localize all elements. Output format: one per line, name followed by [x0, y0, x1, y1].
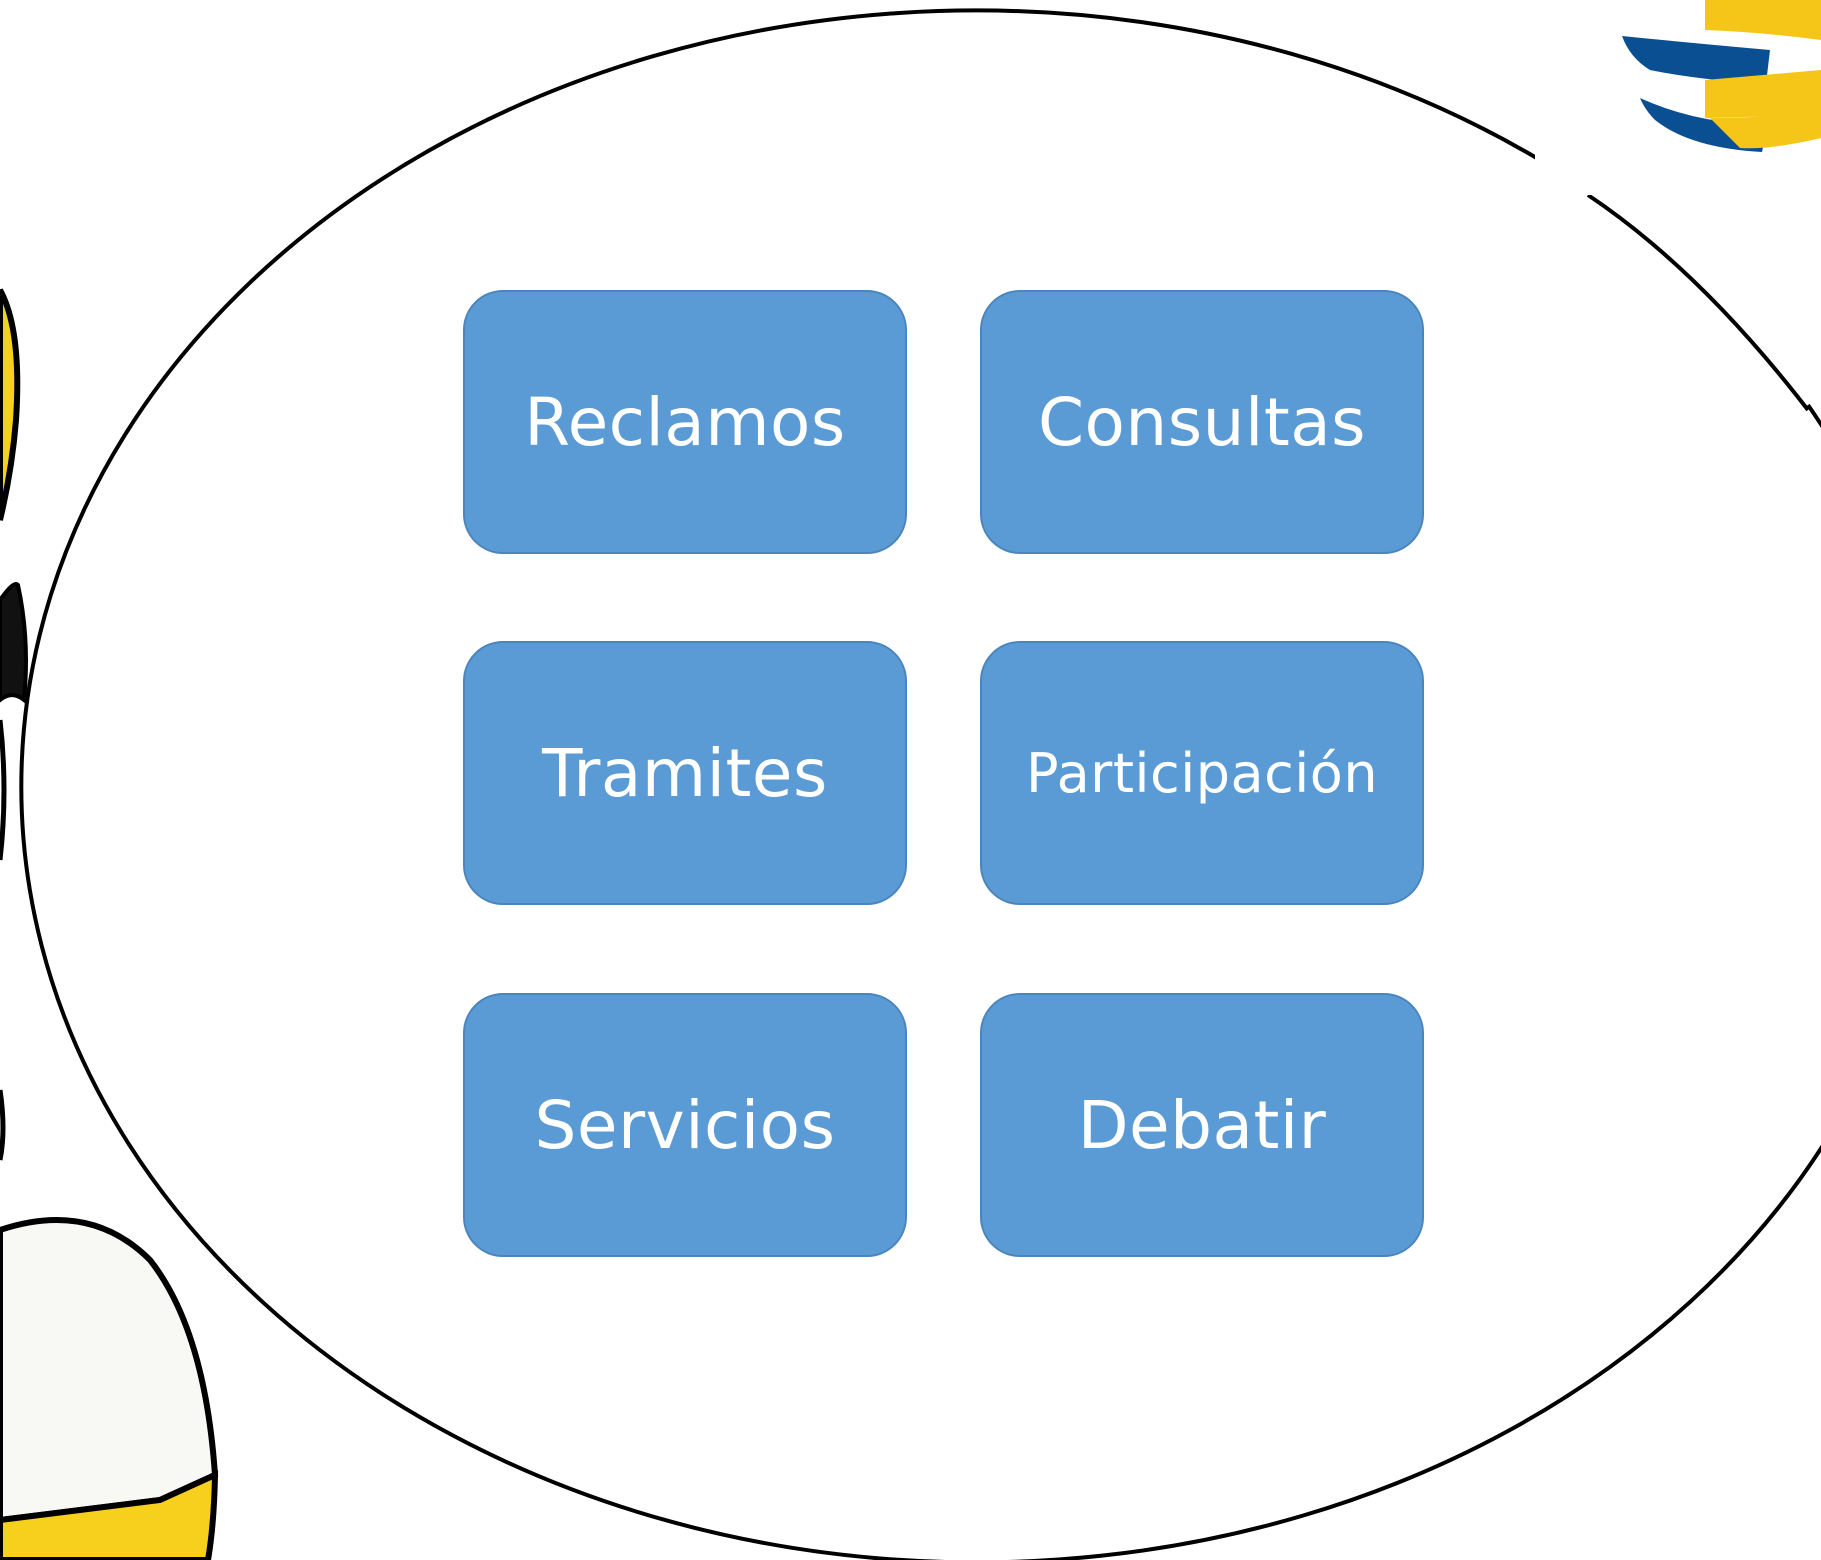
speech-bubble — [19, 8, 1821, 1560]
reclamos-button[interactable]: Reclamos — [463, 290, 907, 554]
debatir-button[interactable]: Debatir — [980, 993, 1424, 1257]
tramites-button[interactable]: Tramites — [463, 641, 907, 905]
consultas-button[interactable]: Consultas — [980, 290, 1424, 554]
logo-mark-icon — [1535, 0, 1821, 195]
servicios-button[interactable]: Servicios — [463, 993, 907, 1257]
participacion-button[interactable]: Participación — [980, 641, 1424, 905]
cartoon-character-icon — [0, 288, 219, 1560]
